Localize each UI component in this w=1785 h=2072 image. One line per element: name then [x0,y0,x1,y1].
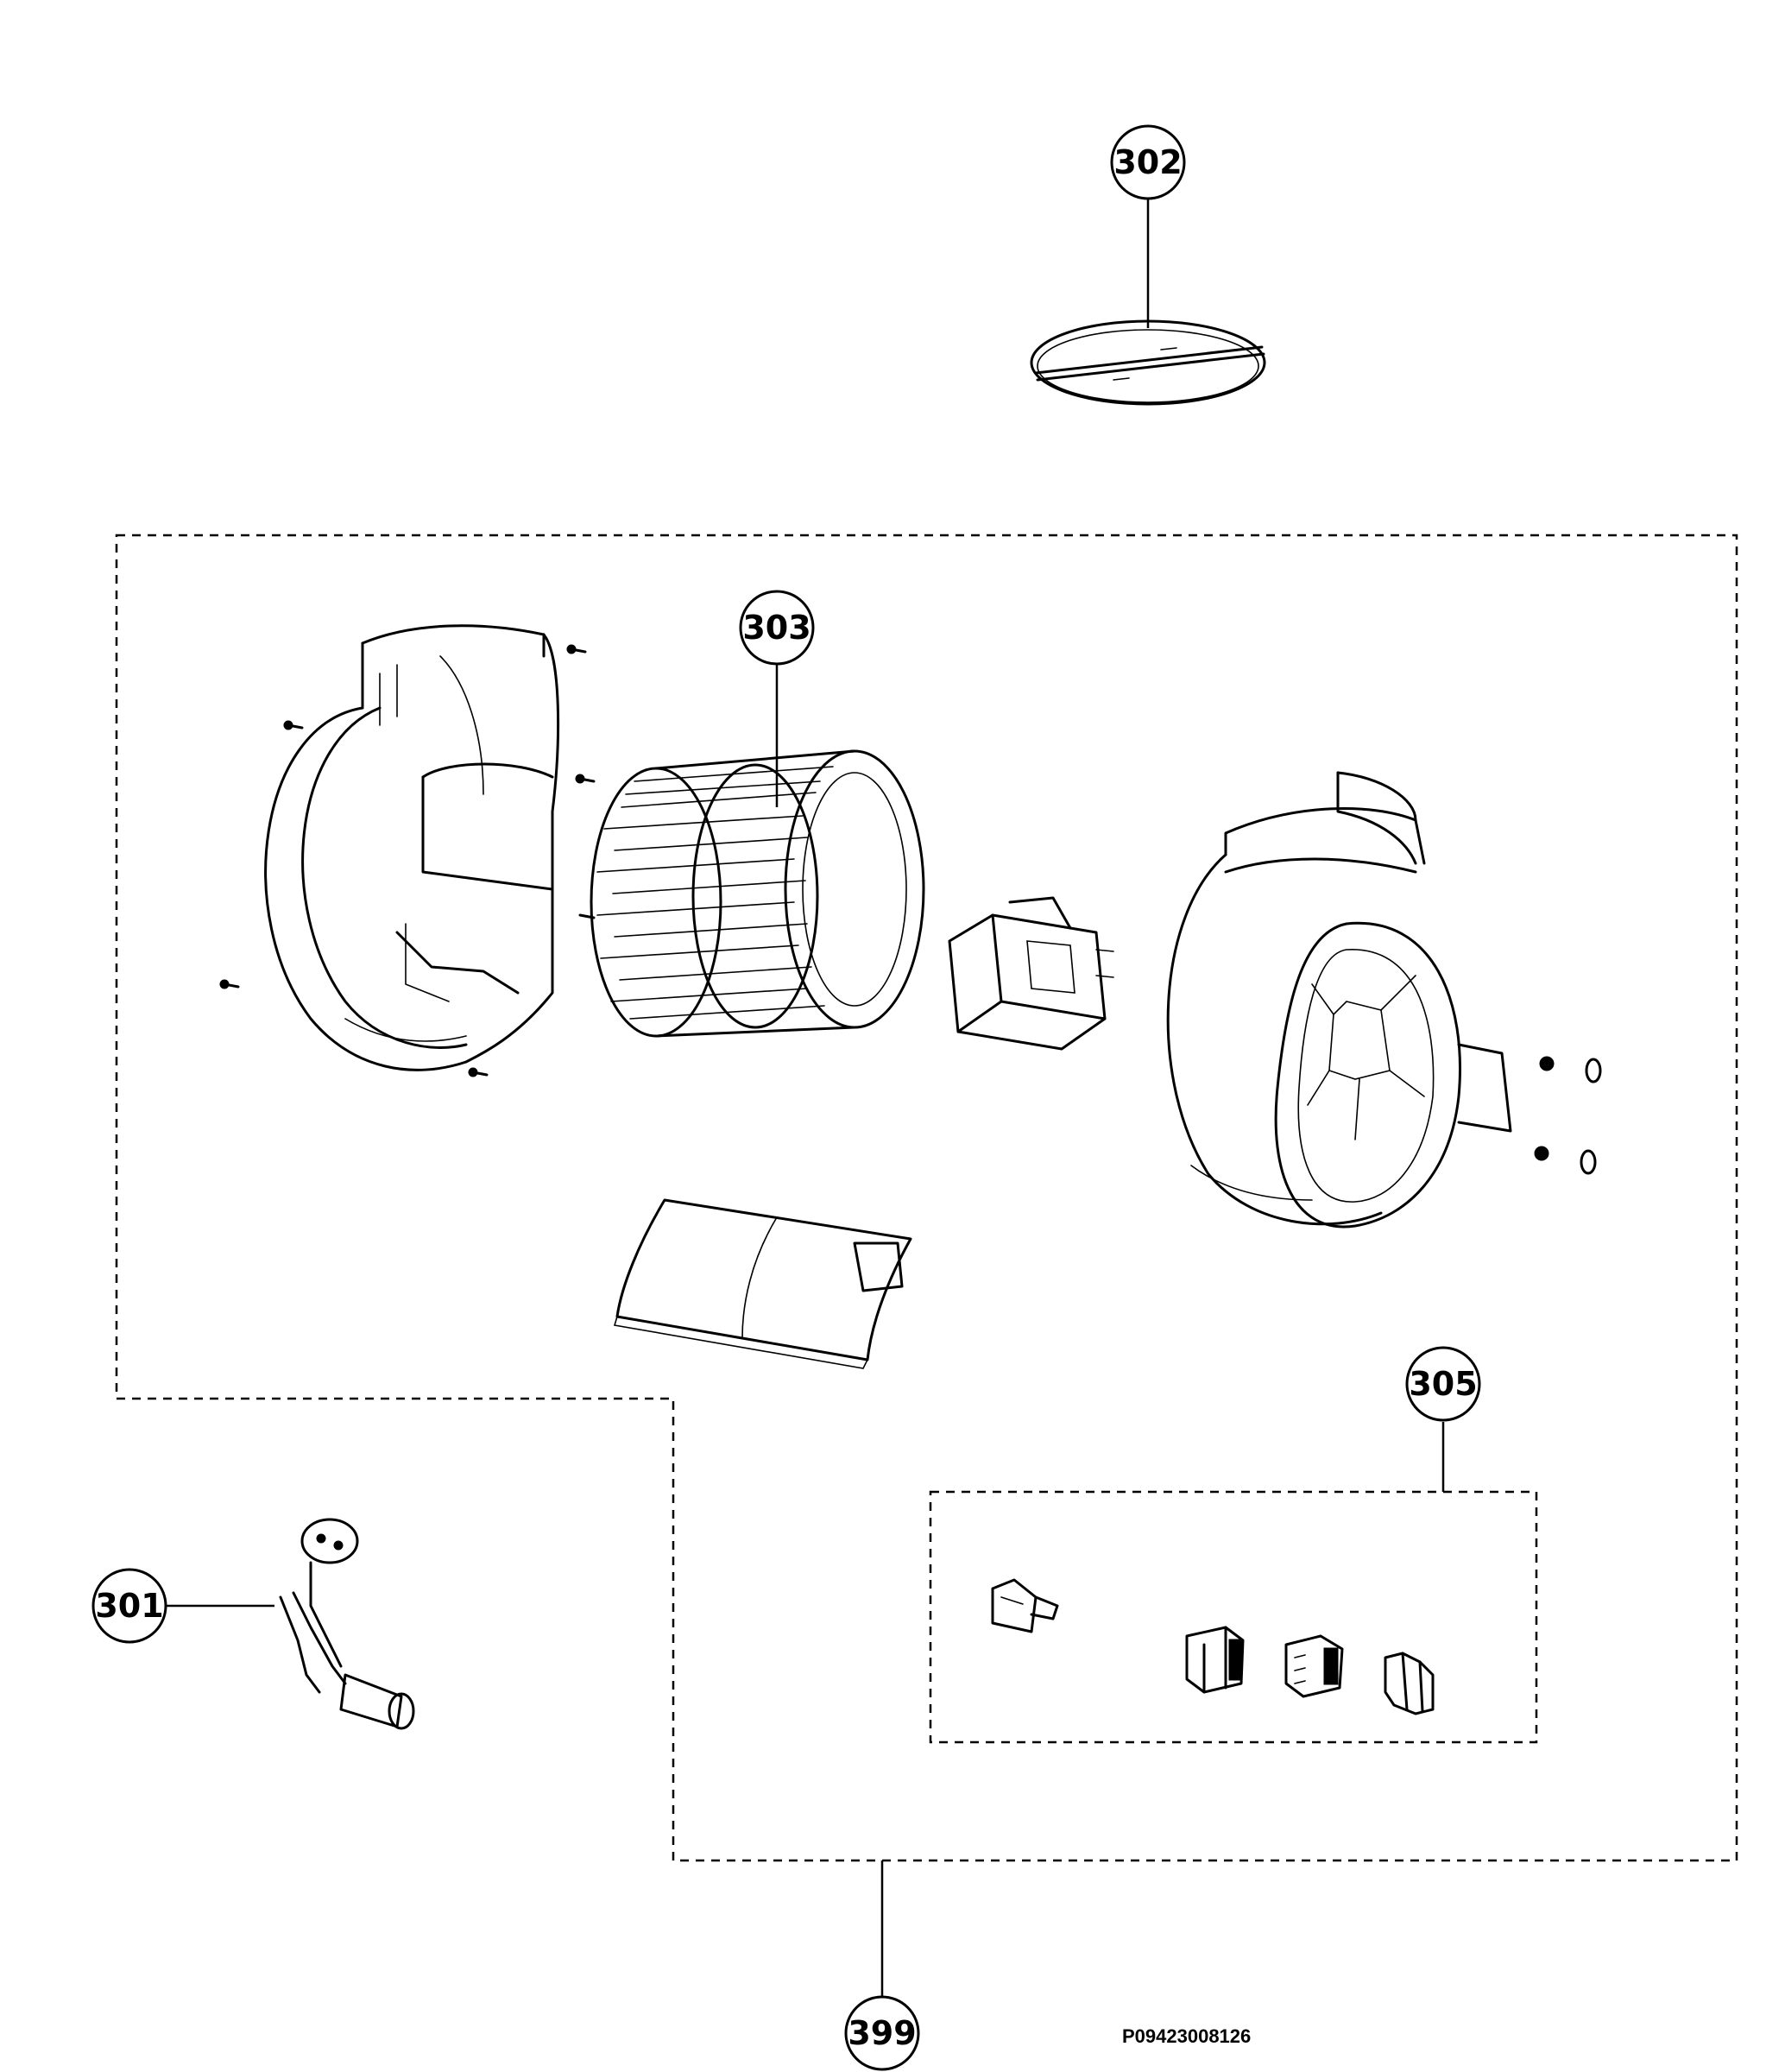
housing-fasteners [1534,1056,1602,1175]
part-302-cover-plate [1030,319,1266,406]
part-305-switch-components [991,1578,1435,1715]
callout-302-label: 302 [1113,143,1182,181]
housing-screws [219,644,596,1077]
part-air-deflector [613,1198,912,1369]
callout-399: 399 [844,1995,920,2071]
callout-301: 301 [91,1568,167,1644]
callout-305: 305 [1405,1346,1481,1422]
part-303-blower-wheel [590,749,925,1038]
document-code: P09423008126 [1122,2025,1251,2047]
part-left-scroll-housing [219,624,596,1077]
callout-305-label: 305 [1409,1365,1477,1403]
part-301-capacitor [279,1518,415,1730]
assembly-group-399-boundary [115,534,1738,1862]
part-right-scroll-housing [1166,771,1602,1229]
callout-303-label: 303 [742,609,811,647]
callout-399-label: 399 [848,2014,916,2052]
callout-302: 302 [1110,124,1186,200]
part-group-305-boundary [929,1490,1538,1744]
callout-301-label: 301 [95,1587,163,1625]
callout-303: 303 [739,590,815,666]
part-motor [948,896,1114,1051]
